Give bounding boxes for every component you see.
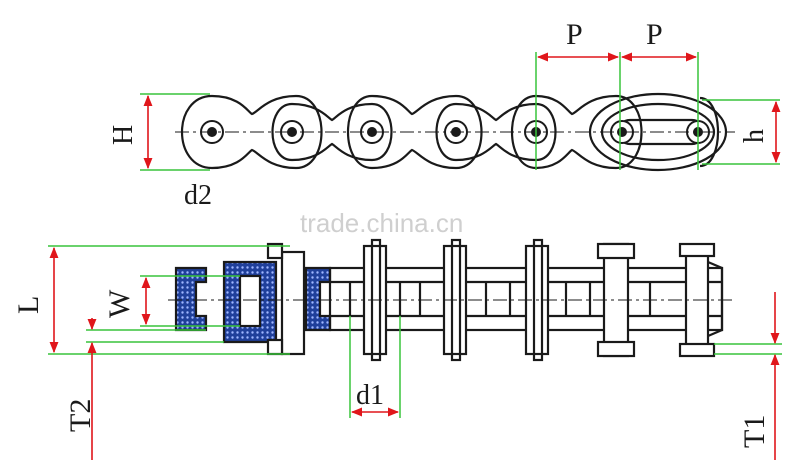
section-roller-left	[174, 266, 208, 332]
label-pitch-left: P	[566, 18, 583, 51]
label-pin-diameter: d2	[184, 180, 212, 211]
label-plate-height: H	[108, 125, 139, 145]
label-inner-width: W	[103, 289, 136, 318]
watermark: trade.china.cn	[300, 208, 463, 238]
label-roller-diameter: d1	[356, 380, 384, 411]
label-outer-plate-thickness: T2	[64, 399, 97, 432]
outer-plate-3	[510, 94, 643, 170]
label-inner-plate-thickness: T1	[738, 415, 771, 448]
label-inner-plate-height: h	[739, 129, 770, 143]
section-roller-right	[304, 266, 332, 332]
top-dimensions	[48, 245, 782, 460]
side-dimensions	[140, 52, 781, 171]
top-view	[174, 238, 724, 362]
outer-plate-2	[346, 94, 483, 170]
pin-head	[280, 250, 306, 356]
inner-plate-1	[271, 102, 393, 162]
outer-plate-1	[181, 94, 323, 170]
pin-4	[596, 242, 636, 358]
label-pitch-right: P	[646, 18, 663, 51]
label-overall-length: L	[12, 296, 45, 314]
